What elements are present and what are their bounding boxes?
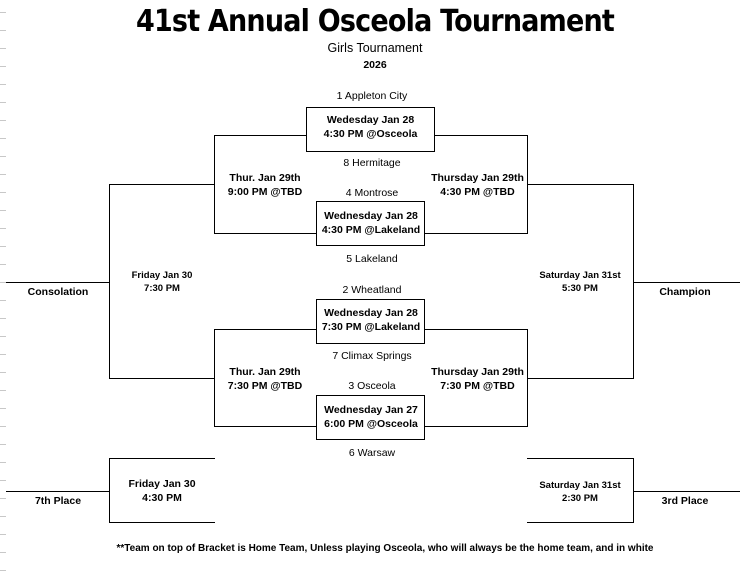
- game-box-3: [316, 299, 425, 344]
- game-time: 4:30 PM @Lakeland: [321, 224, 421, 236]
- bracket-line: [633, 184, 634, 379]
- team-slot: 6 Warsaw: [348, 447, 396, 459]
- consolation-semifinal-date: Thur. Jan 29th: [229, 366, 301, 378]
- semifinal-date: Thursday Jan 29th: [431, 366, 524, 378]
- bracket-line: [214, 426, 316, 427]
- consolation-final-time: 7:30 PM: [144, 283, 180, 294]
- seventh-place-date: Friday Jan 30: [128, 478, 196, 490]
- seventh-place-label: 7th Place: [34, 495, 82, 507]
- bracket-line: [6, 491, 110, 492]
- team-slot: 1 Appleton City: [336, 90, 408, 102]
- game-time: 6:00 PM @Osceola: [324, 418, 418, 430]
- bracket-line: [109, 458, 110, 523]
- row-marker-strip: [0, 0, 6, 588]
- bracket-line: [425, 329, 528, 330]
- game-time: 7:30 PM @Lakeland: [321, 321, 421, 333]
- seventh-place-time: 4:30 PM: [142, 492, 182, 504]
- third-place-date: Saturday Jan 31st: [539, 480, 621, 491]
- bracket-line: [6, 282, 110, 283]
- semifinal-time: 4:30 PM @TBD: [440, 186, 515, 198]
- bracket-line: [425, 426, 528, 427]
- bracket-line: [214, 233, 316, 234]
- consolation-semifinal-date: Thur. Jan 29th: [229, 172, 301, 184]
- bracket-line: [109, 522, 215, 523]
- bracket-line: [435, 135, 528, 136]
- team-slot: 4 Montrose: [345, 187, 399, 199]
- game-date: Wednesday Jan 28: [324, 210, 418, 222]
- team-slot: 2 Wheatland: [342, 284, 402, 296]
- bracket-line: [633, 282, 740, 283]
- third-place-label: 3rd Place: [661, 495, 709, 507]
- game-box-4: [316, 395, 425, 440]
- bracket-line: [214, 135, 306, 136]
- team-slot: 7 Climax Springs: [332, 350, 412, 362]
- semifinal-time: 7:30 PM @TBD: [440, 380, 515, 392]
- championship-date: Saturday Jan 31st: [539, 270, 621, 281]
- game-date: Wedesday Jan 28: [326, 114, 415, 126]
- champion-label: Champion: [659, 286, 711, 298]
- team-slot: 5 Lakeland: [346, 253, 398, 265]
- championship-time: 5:30 PM: [562, 283, 598, 294]
- bracket-line: [527, 378, 634, 379]
- game-time: 4:30 PM @Osceola: [323, 128, 418, 140]
- consolation-final-date: Friday Jan 30: [131, 270, 193, 281]
- bracket-line: [214, 329, 316, 330]
- bracket-line: [527, 184, 634, 185]
- consolation-semifinal-time: 7:30 PM @TBD: [227, 380, 303, 392]
- third-place-time: 2:30 PM: [562, 493, 598, 504]
- game-date: Wednesday Jan 28: [324, 307, 418, 319]
- team-slot: 3 Osceola: [348, 380, 396, 392]
- bracket-line: [109, 184, 215, 185]
- bracket-line: [633, 491, 740, 492]
- bracket-line: [109, 458, 215, 459]
- team-slot: 8 Hermitage: [343, 157, 401, 169]
- bracket-line: [527, 458, 634, 459]
- game-box-2: [316, 201, 425, 246]
- game-box-1: [306, 107, 435, 152]
- game-date: Wednesday Jan 27: [324, 404, 418, 416]
- bracket-line: [109, 184, 110, 379]
- consolation-semifinal-time: 9:00 PM @TBD: [227, 186, 303, 198]
- consolation-label: Consolation: [27, 286, 89, 298]
- footnote: **Team on top of Bracket is Home Team, U…: [116, 543, 654, 554]
- bracket-line: [109, 378, 215, 379]
- bracket-line: [425, 233, 528, 234]
- bracket-line: [633, 458, 634, 523]
- page-subtitle: Girls Tournament: [327, 41, 423, 55]
- tournament-year: 2026: [363, 59, 387, 71]
- page-title: 41st Annual Osceola Tournament: [135, 4, 615, 39]
- semifinal-date: Thursday Jan 29th: [431, 172, 524, 184]
- bracket-line: [527, 522, 634, 523]
